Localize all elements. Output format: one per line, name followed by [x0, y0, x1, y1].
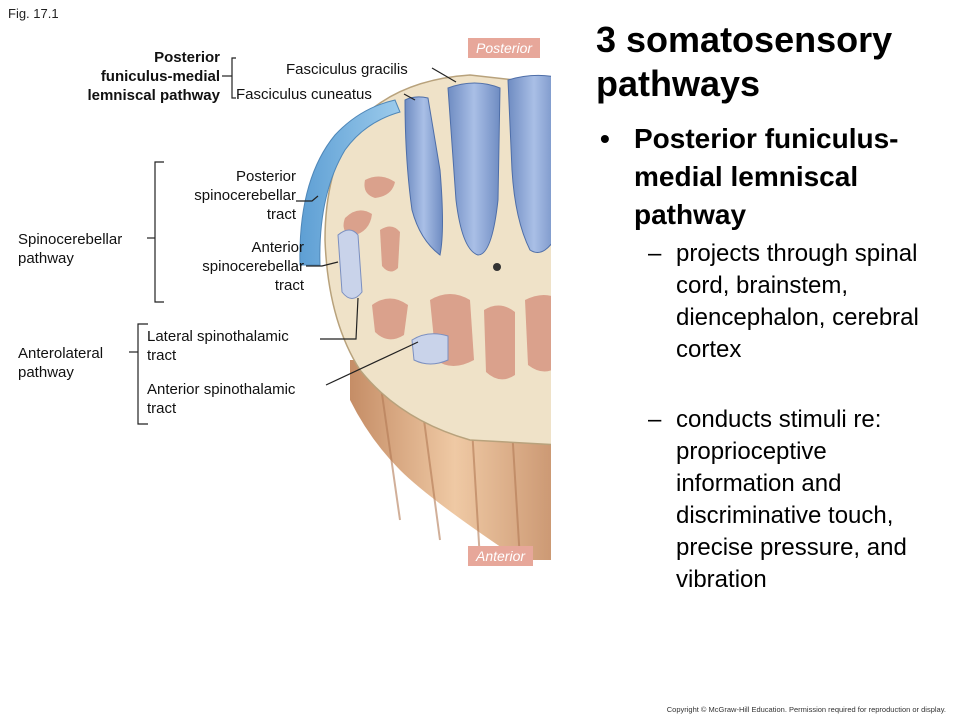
- figure-label: Fig. 17.1: [8, 6, 59, 21]
- main-bullet: • Posterior funiculus-medial lemniscal p…: [600, 120, 950, 234]
- spinothalamic-tract-shape: [411, 333, 449, 365]
- sub-bullet-text: conducts stimuli re: proprioceptive info…: [676, 406, 907, 593]
- anterolateral-pathway-label: Anterolateral pathway: [18, 345, 104, 381]
- spinal-cord-diagram: [129, 57, 551, 561]
- dash-marker: –: [648, 240, 662, 267]
- copyright-notice: Copyright © McGraw-Hill Education. Permi…: [666, 705, 946, 714]
- lateral-spinothalamic-label: Lateral spinothalamic tract: [147, 328, 289, 364]
- fasciculus-cuneatus-label: Fasciculus cuneatus: [236, 86, 372, 103]
- spinocerebellar-band: [299, 99, 401, 266]
- sub-bullet-2: – conducts stimuli re: proprioceptive in…: [648, 404, 948, 596]
- bullet-marker: •: [600, 123, 610, 154]
- anterior-tag: Anterior: [468, 546, 534, 566]
- posterior-spinocerebellar-label: Posterior spinocerebellar tract: [194, 168, 296, 223]
- posterior-tag: Posterior: [468, 38, 541, 58]
- gray-matter: [343, 176, 551, 380]
- anterior-spinothalamic-label: Anterior spinothalamic tract: [147, 381, 296, 417]
- anterior-spinocerebellar-tract-shape: [337, 229, 363, 299]
- sub-bullet-1: – projects through spinal cord, brainste…: [648, 238, 948, 366]
- main-bullet-text: Posterior funiculus-medial lemniscal pat…: [634, 123, 899, 230]
- dash-marker: –: [648, 406, 662, 433]
- spinocerebellar-pathway-label: Spinocerebellar pathway: [18, 231, 123, 267]
- sub-bullet-text: projects through spinal cord, brainstem,…: [676, 240, 919, 363]
- central-canal: [493, 263, 501, 271]
- posterior-columns: [404, 74, 551, 256]
- slide-title: 3 somatosensory pathways: [596, 19, 893, 104]
- leader-lines: [129, 57, 457, 425]
- fasciculus-gracilis-label: Fasciculus gracilis: [286, 61, 408, 78]
- anterior-spinocerebellar-label: Anterior spinocerebellar tract: [202, 239, 304, 294]
- posterior-pathway-label: Posterior funiculus-medial lemniscal pat…: [87, 49, 220, 104]
